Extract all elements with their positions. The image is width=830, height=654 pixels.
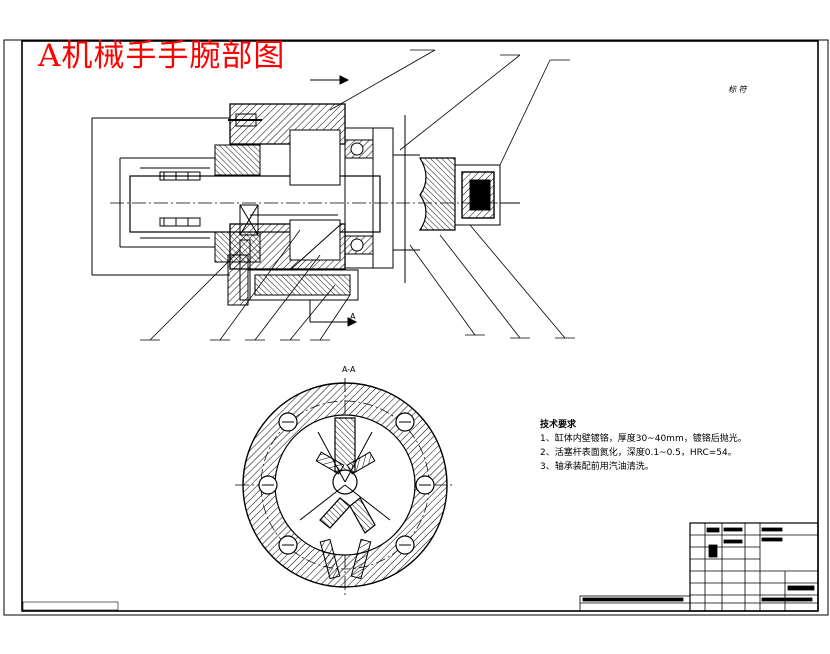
bottom-label [22, 601, 119, 611]
corner-note: 标 符 [728, 85, 747, 94]
tech-requirement-item: 1、缸体内壁镀铬，厚度30~40mm，镀铬后抛光。 [540, 434, 747, 444]
tech-requirements-heading: 技术要求 [540, 420, 577, 430]
section-view [91, 75, 520, 327]
section-label: A-A [342, 365, 356, 374]
outer-border [3, 39, 829, 616]
leader-lines [140, 49, 575, 341]
view-arrow-label: A [350, 312, 356, 321]
tech-requirement-item: 2、活塞杆表面氮化，深度0.1~0.5，HRC=54。 [540, 448, 737, 458]
drawing-title: A机械手手腕部图 [38, 38, 286, 74]
tech-requirements: 技术要求 1、缸体内壁镀铬，厚度30~40mm，镀铬后抛光。 2、活塞杆表面氮化… [540, 418, 747, 474]
inner-border [21, 40, 819, 612]
section-a-a-view [235, 378, 455, 598]
title-block [579, 522, 819, 612]
tech-requirement-item: 3、轴承装配前用汽油清洗。 [540, 462, 654, 472]
